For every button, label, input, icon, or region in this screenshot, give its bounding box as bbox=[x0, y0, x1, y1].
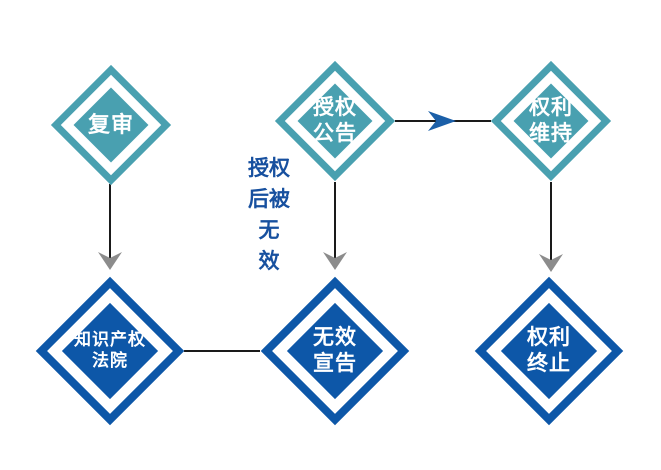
node-review: 复审 bbox=[50, 64, 172, 186]
arrow-down-icon bbox=[539, 254, 563, 272]
node-label: 知识产权 法院 bbox=[74, 330, 146, 370]
node-invalidation-declaration: 无效 宣告 bbox=[260, 276, 410, 426]
connector-court-to-invalidation bbox=[184, 350, 260, 352]
edge-annotation-invalidated-after-grant: 授权 后被 无 效 bbox=[248, 157, 290, 273]
node-ip-court: 知识产权 法院 bbox=[35, 276, 185, 426]
node-label: 授权 公告 bbox=[313, 96, 357, 145]
node-right-maintained: 权利 维持 bbox=[490, 60, 612, 182]
node-grant-announcement: 授权 公告 bbox=[274, 60, 396, 182]
connector-grant-to-invalidation bbox=[334, 182, 336, 262]
arrow-down-icon bbox=[323, 252, 347, 270]
node-label: 权利 终止 bbox=[527, 326, 571, 375]
connector-review-to-court bbox=[109, 184, 111, 262]
arrow-down-icon bbox=[98, 252, 122, 270]
arrow-right-icon bbox=[428, 111, 456, 131]
node-right-terminated: 权利 终止 bbox=[474, 276, 624, 426]
node-label: 无效 宣告 bbox=[313, 326, 357, 375]
node-label: 复审 bbox=[87, 111, 134, 137]
node-label: 权利 维持 bbox=[529, 96, 573, 145]
connector-maintain-to-terminate bbox=[550, 182, 552, 264]
